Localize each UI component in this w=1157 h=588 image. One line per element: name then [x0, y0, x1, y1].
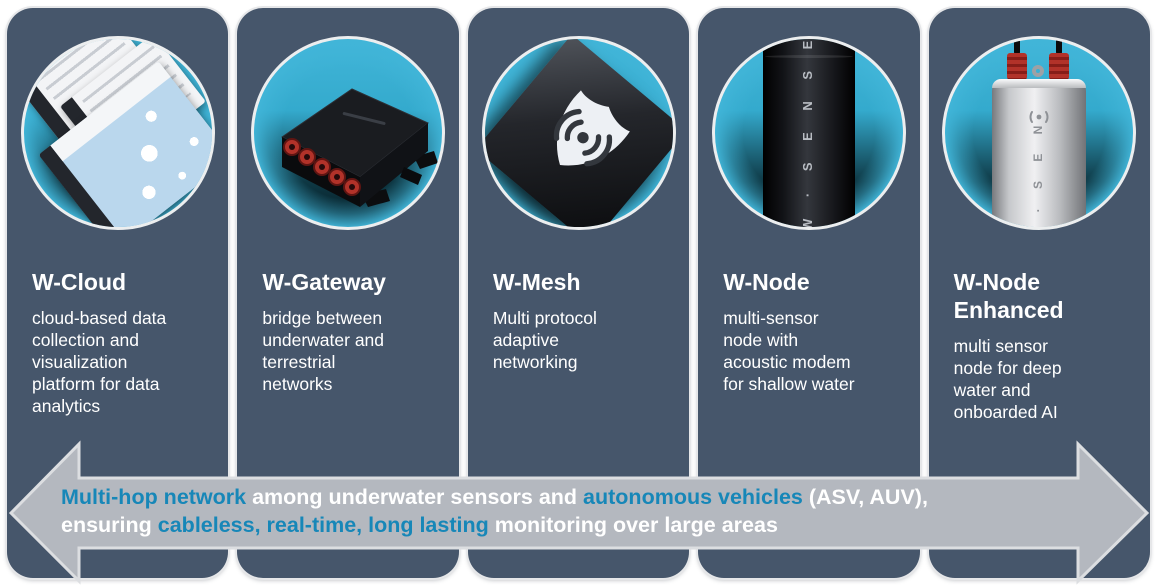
device-label: W · S E N S E — [799, 36, 815, 230]
node-enhanced-cylinder-image: W · S E N — [992, 39, 1087, 230]
product-circle: W · S E N S E — [711, 36, 906, 230]
cable-icon — [1014, 39, 1021, 54]
card-description: cloud-based data collection and visualiz… — [32, 308, 167, 417]
red-connector-icon — [1007, 53, 1028, 80]
card-description: multi-sensor node with acoustic modem fo… — [723, 308, 855, 395]
arrow-caption: Multi-hop network among underwater senso… — [61, 483, 928, 539]
arrow-caption-line2: ensuring cableless, real-time, long last… — [61, 513, 778, 537]
card-title: W-Cloud — [32, 269, 127, 295]
card-description: multi sensor node for deep water and onb… — [953, 336, 1062, 423]
product-circle — [251, 36, 446, 230]
card-title: W-Gateway — [262, 269, 386, 295]
product-circle: W · S E N — [942, 36, 1137, 230]
red-connector-icon — [1049, 53, 1070, 80]
lifting-ring-icon — [1032, 65, 1045, 77]
arrow-caption-line1: Multi-hop network among underwater senso… — [61, 485, 928, 509]
card-title: W-Node Enhanced — [953, 269, 1064, 324]
product-circle — [20, 36, 215, 230]
card-title: W-Mesh — [492, 269, 581, 295]
card-w-cloud: W-Cloud cloud-based data collection and … — [7, 8, 229, 578]
node-cylinder-image: W · S E N S E — [762, 36, 855, 230]
device-label: W · S E N — [1031, 117, 1046, 230]
card-description: bridge between underwater and terrestria… — [262, 308, 385, 395]
card-description: Multi protocol adaptive networking — [492, 308, 597, 373]
wifi-signal-icon — [1029, 111, 1049, 123]
gateway-device-image — [281, 88, 439, 207]
product-circle — [481, 36, 676, 230]
shield-wifi-icon — [553, 90, 630, 167]
card-w-node-enhanced: W · S E N W-Node Enhanced multi sensor n… — [928, 8, 1151, 578]
mesh-module-image — [484, 39, 673, 227]
cable-icon — [1056, 39, 1063, 54]
card-title: W-Node — [723, 269, 810, 295]
